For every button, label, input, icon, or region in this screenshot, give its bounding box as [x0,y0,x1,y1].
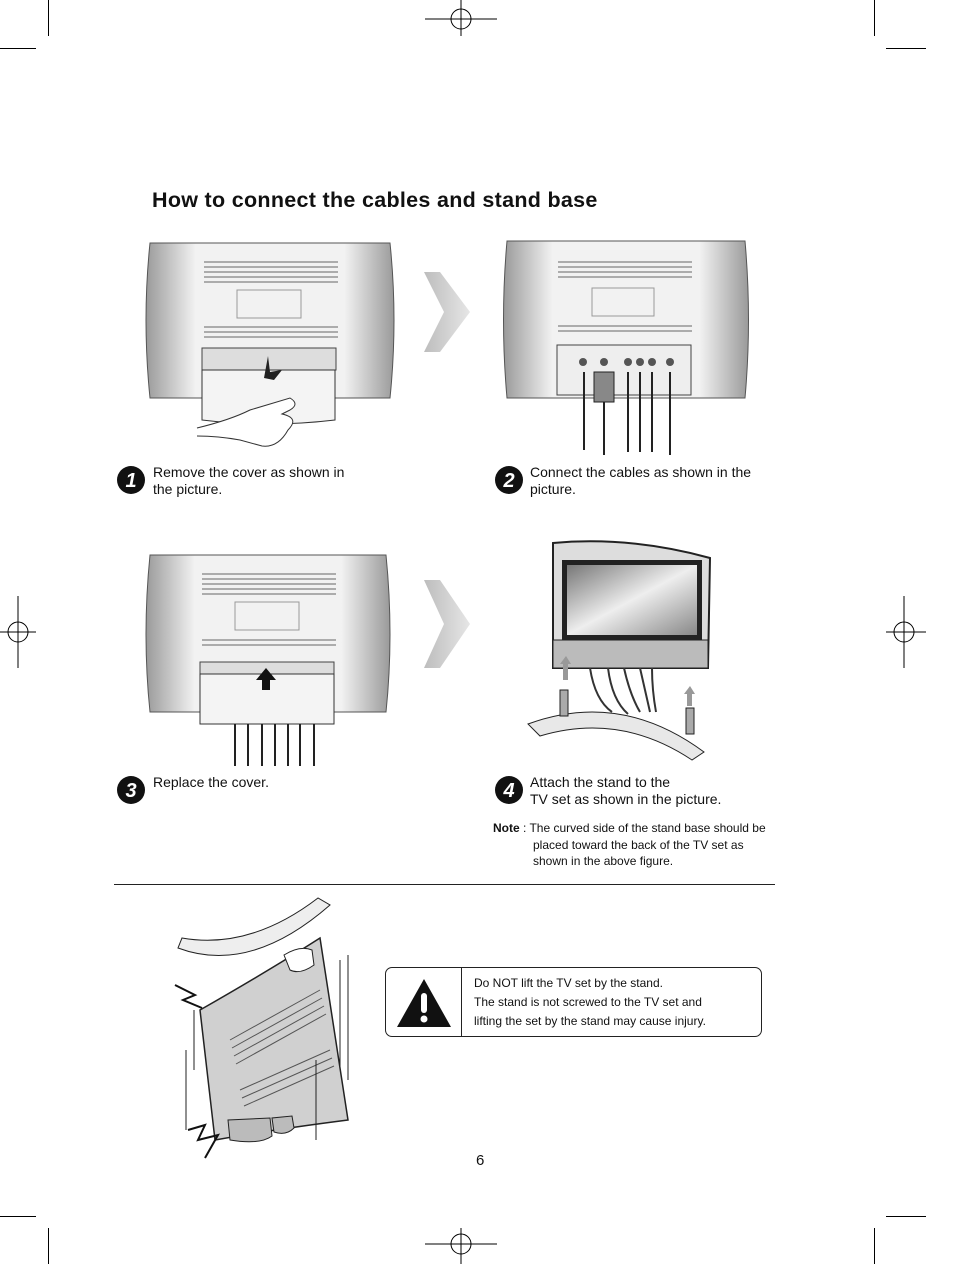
crop-mark [48,0,49,36]
svg-text:3: 3 [125,780,136,802]
page-number: 6 [476,1152,485,1169]
warning-box: Do NOT lift the TV set by the stand. The… [385,967,762,1037]
warning-text: Do NOT lift the TV set by the stand. The… [474,976,706,1028]
crop-mark [874,1228,875,1264]
crop-mark [886,1216,926,1217]
divider [114,884,775,885]
svg-text:1: 1 [125,470,136,492]
page-title: How to connect the cables and stand base [152,188,598,212]
step-number-4-icon: 4 [495,776,523,804]
crop-mark [874,0,875,36]
note-label: Note [493,821,520,835]
note: Note : The curved side of the stand base… [493,821,766,868]
crop-mark [0,1216,36,1217]
step-3-text: Replace the cover. [153,774,269,790]
crop-mark [0,48,36,49]
svg-text:2: 2 [502,470,514,492]
crop-mark [48,1228,49,1264]
exclamation-triangle-icon [397,979,451,1027]
step-number-2-icon: 2 [495,466,523,494]
warning-icon-cell [386,968,462,1036]
step-number-3-icon: 3 [117,776,145,804]
svg-text:4: 4 [502,780,514,802]
step-number-1-icon: 1 [117,466,145,494]
crop-mark [886,48,926,49]
